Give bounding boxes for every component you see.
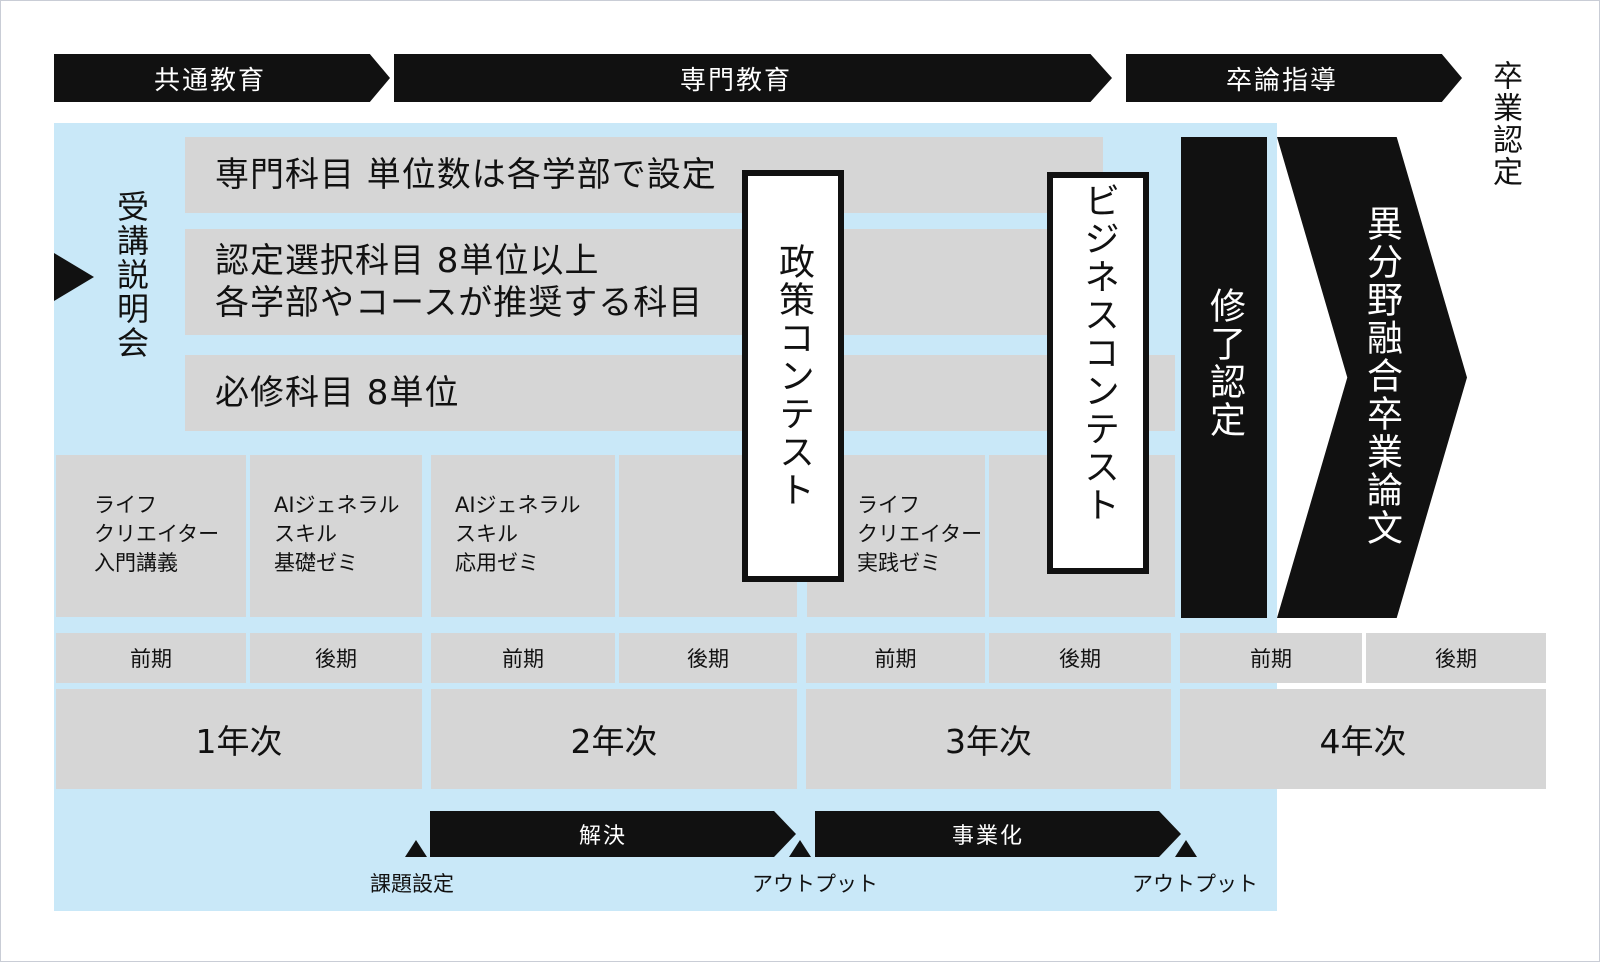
year-2: 2年次 — [431, 689, 797, 789]
year-3: 3年次 — [806, 689, 1171, 789]
year-4: 4年次 — [1180, 689, 1546, 789]
required-subjects-bar: 必修科目 8単位 — [185, 355, 1175, 431]
term-y3-first: 前期 — [806, 633, 985, 683]
phase-specialized-label: 専門教育 — [679, 65, 792, 96]
phase-common-label: 共通教育 — [153, 65, 266, 96]
term-y2-first: 前期 — [431, 633, 615, 683]
graduation-label: 卒業認定 — [1487, 60, 1522, 188]
solve-arrow: 解決 — [430, 811, 796, 857]
business-label: 事業化 — [951, 824, 1024, 849]
output-1-label: アウトプット — [752, 872, 878, 896]
certified-subjects-bar: 認定選択科目 8単位以上 各学部やコースが推奨する科目 — [185, 229, 1103, 335]
seminar-y3-first: ライフ クリエイター 実践ゼミ — [807, 455, 985, 617]
left-pointer-icon — [54, 253, 94, 301]
year-1: 1年次 — [56, 689, 422, 789]
policy-contest-box: 政策コンテスト — [742, 170, 844, 582]
business-contest-box: ビジネスコンテスト — [1047, 172, 1149, 574]
phase-common-arrow: 共通教育 — [54, 54, 390, 102]
term-y4-first: 前期 — [1180, 633, 1362, 683]
seminar-y1-second: AIジェネラル スキル 基礎ゼミ — [250, 455, 422, 617]
phase-thesis-label: 卒論指導 — [1225, 65, 1338, 96]
term-y3-second: 後期 — [989, 633, 1171, 683]
output-1-marker-icon — [789, 840, 811, 857]
output-2-label: アウトプット — [1132, 872, 1258, 896]
phase-thesis-arrow: 卒論指導 — [1126, 54, 1462, 102]
term-y4-second: 後期 — [1366, 633, 1546, 683]
business-arrow: 事業化 — [815, 811, 1181, 857]
term-y2-second: 後期 — [619, 633, 797, 683]
problem-setting-label: 課題設定 — [370, 872, 454, 896]
solve-label: 解決 — [578, 824, 627, 849]
phase-specialized-arrow: 専門教育 — [394, 54, 1112, 102]
specialized-subjects-bar: 専門科目 単位数は各学部で設定 — [185, 137, 1103, 213]
output-2-marker-icon — [1175, 840, 1197, 857]
completion-box: 修了認定 — [1181, 137, 1267, 618]
term-y1-first: 前期 — [56, 633, 246, 683]
seminar-y1-first: ライフ クリエイター 入門講義 — [56, 455, 246, 617]
seminar-y2-first: AIジェネラル スキル 応用ゼミ — [431, 455, 615, 617]
thesis-label: 異分野融合卒業論文 — [1361, 205, 1402, 547]
problem-setting-marker-icon — [405, 840, 427, 857]
completion-label: 修了認定 — [1204, 287, 1245, 439]
term-y1-second: 後期 — [250, 633, 422, 683]
orientation-label: 受講説明会 — [112, 190, 150, 360]
